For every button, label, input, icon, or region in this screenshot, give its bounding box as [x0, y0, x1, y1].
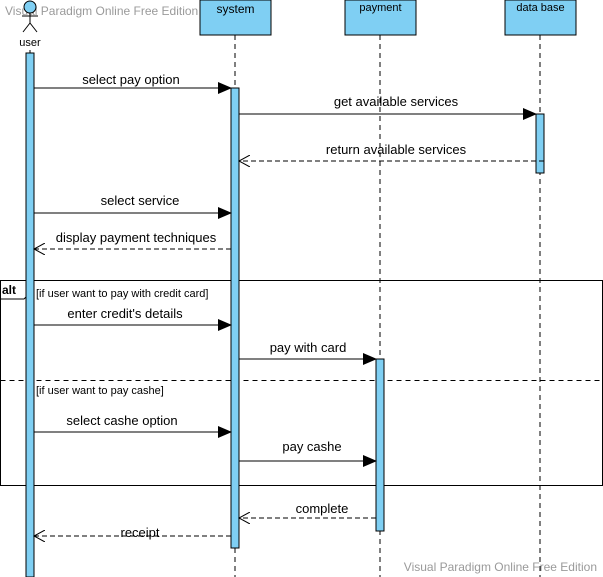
actor-left-leg: [22, 22, 31, 33]
message-select-pay-option[interactable]: select pay option: [34, 72, 232, 94]
activation-user: [25, 52, 35, 577]
actor-user[interactable]: user: [19, 0, 41, 49]
lifeline-database[interactable]: data base: [504, 0, 577, 36]
message-pay-cashe[interactable]: pay cashe: [239, 439, 377, 467]
message-return-available-services[interactable]: return available services: [239, 142, 544, 161]
message-label: select pay option: [82, 72, 180, 87]
message-label: pay cashe: [282, 439, 341, 454]
message-get-available-services[interactable]: get available services: [239, 94, 537, 120]
lifeline-system-label: system: [216, 2, 254, 16]
watermark-bottom: Visual Paradigm Online Free Edition: [404, 560, 597, 574]
message-label: receipt: [120, 525, 159, 540]
actor-head-icon: [23, 0, 37, 14]
activation-database: [535, 113, 545, 174]
message-label: return available services: [326, 142, 467, 157]
message-complete[interactable]: complete: [239, 501, 376, 518]
actor-right-leg: [29, 22, 38, 33]
message-select-service[interactable]: select service: [34, 193, 232, 219]
lifeline-payment[interactable]: payment: [344, 0, 417, 36]
lifeline-payment-label: payment: [359, 2, 401, 14]
message-display-payment-techniques[interactable]: display payment techniques: [34, 230, 231, 249]
actor-label: user: [19, 37, 41, 49]
message-label: select cashe option: [66, 413, 177, 428]
message-label: display payment techniques: [56, 230, 217, 245]
lifeline-system[interactable]: system: [199, 0, 272, 36]
message-label: enter credit's details: [67, 306, 183, 321]
lifeline-database-label: data base: [516, 2, 564, 14]
alt-guard-credit: [if user want to pay with credit card]: [36, 288, 208, 300]
message-receipt[interactable]: receipt: [34, 525, 231, 540]
lifeline-database-box: [504, 0, 577, 36]
message-label: get available services: [334, 94, 459, 109]
activation-system: [230, 87, 240, 549]
message-select-cashe-option[interactable]: select cashe option: [34, 413, 232, 438]
message-label: select service: [101, 193, 180, 208]
message-enter-credit-details[interactable]: enter credit's details: [34, 306, 232, 331]
alt-guard-cash: [if user want to pay cashe]: [36, 385, 164, 397]
lifeline-system-box: [199, 0, 272, 36]
message-pay-with-card[interactable]: pay with card: [239, 340, 377, 365]
alt-operator-label: alt: [2, 283, 16, 297]
message-label: pay with card: [270, 340, 347, 355]
activation-payment: [375, 358, 385, 532]
message-label: complete: [296, 501, 349, 516]
watermark-top: Visual Paradigm Online Free Edition: [5, 4, 198, 18]
